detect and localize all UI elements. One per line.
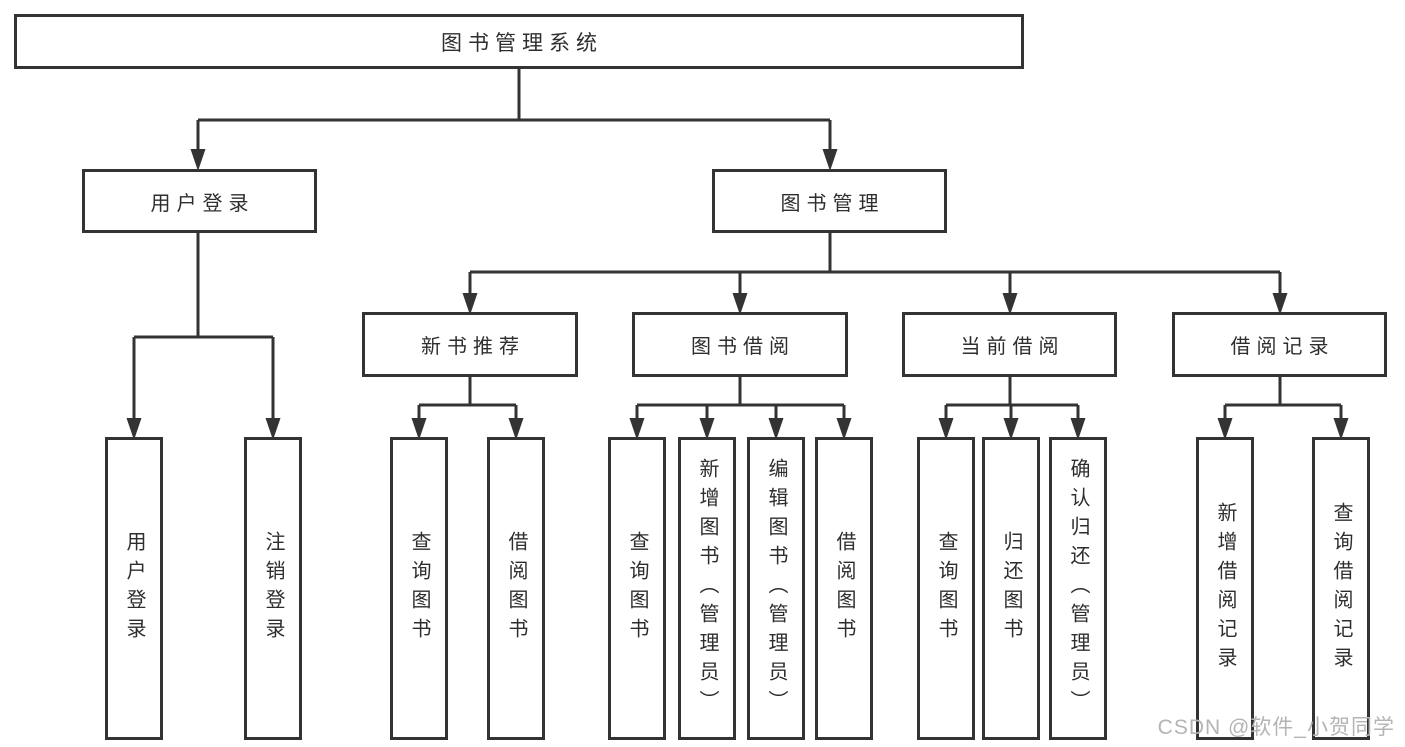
leaf-borrow-book-recommend: 借阅图书 (487, 437, 545, 740)
node-book-management-module: 图书管理 (712, 169, 947, 233)
leaf-query-book-borrow: 查询图书 (608, 437, 666, 740)
csdn-watermark: CSDN @软件_小贺同学 (1157, 716, 1395, 739)
leaf-logout: 注销登录 (244, 437, 302, 740)
tree-edges (132, 69, 1343, 430)
node-user-login-module: 用户登录 (82, 169, 317, 233)
arrowheads (126, 149, 1349, 440)
leaf-query-book-recommend: 查询图书 (390, 437, 448, 740)
leaf-add-borrow-record: 新增借阅记录 (1196, 437, 1254, 740)
leaf-query-borrow-record: 查询借阅记录 (1312, 437, 1370, 740)
leaf-return-book: 归还图书 (982, 437, 1040, 740)
leaf-add-book-admin: 新增图书（管理员） (678, 437, 736, 740)
leaf-confirm-return-admin: 确认归还（管理员） (1049, 437, 1107, 740)
node-new-book-recommend: 新书推荐 (362, 312, 578, 377)
leaf-query-book-current: 查询图书 (917, 437, 975, 740)
leaf-edit-book-admin: 编辑图书（管理员） (747, 437, 805, 740)
leaf-user-login: 用户登录 (105, 437, 163, 740)
node-current-borrow: 当前借阅 (902, 312, 1117, 377)
node-book-borrow: 图书借阅 (632, 312, 848, 377)
node-borrow-record: 借阅记录 (1172, 312, 1387, 377)
node-root-system: 图书管理系统 (14, 14, 1024, 69)
leaf-borrow-book: 借阅图书 (815, 437, 873, 740)
